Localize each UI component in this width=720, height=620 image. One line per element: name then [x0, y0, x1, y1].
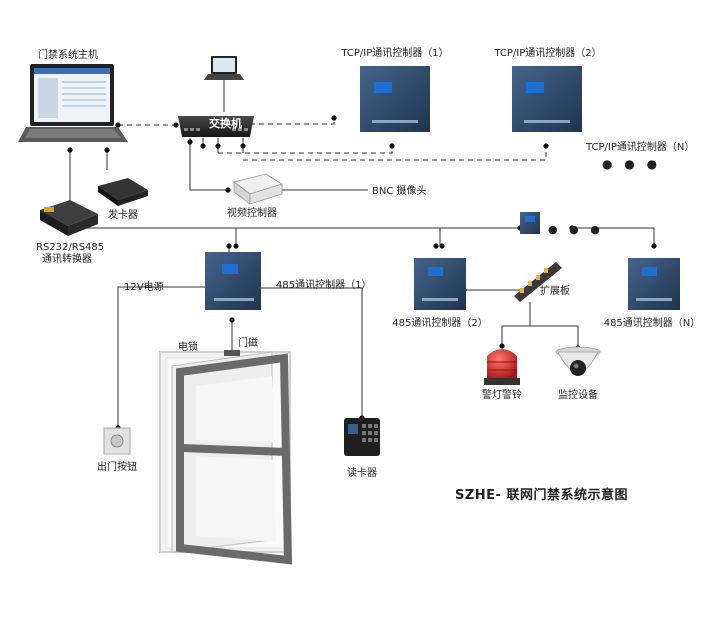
alarm-light-icon [484, 349, 520, 385]
link-485bus-ctrl2 [236, 227, 441, 246]
exit-button-icon [103, 427, 131, 455]
link-switch-video [189, 138, 228, 191]
door-icon [159, 350, 293, 565]
link-485bus-ctrlN [572, 227, 655, 246]
label-tcpn: TCP/IP通讯控制器（N） [586, 142, 695, 153]
label-card-issuer: 发卡器 [108, 210, 138, 221]
label-485-ctrl1: 485通讯控制器（1） [276, 280, 372, 291]
label-alarm: 警灯警铃 [482, 390, 522, 401]
controller-box-icon [205, 252, 261, 310]
label-expansion: 扩展板 [540, 286, 570, 297]
label-host: 门禁系统主机 [38, 50, 98, 61]
connection-lines [69, 80, 655, 428]
link-switch-tcp2-bus [243, 146, 547, 161]
link-switch-tcp1 [250, 118, 335, 125]
controller-box-icon [520, 212, 540, 234]
label-switch: 交换机 [209, 117, 242, 130]
link-expansion-cctv [530, 325, 579, 348]
link-expansion-alarm [501, 302, 531, 346]
label-exit-button: 出门按钮 [97, 462, 137, 473]
expansion-board-icon [514, 262, 562, 302]
ellipsis-middle: ● ● ● [548, 223, 604, 236]
video-controller-icon [233, 173, 283, 205]
link-switch-tcp1-bus [218, 146, 393, 154]
laptop-icon [18, 64, 128, 142]
label-video-controller: 视频控制器 [227, 208, 277, 219]
label-card-reader: 读卡器 [347, 468, 377, 479]
label-converter-2: 通讯转换器 [42, 254, 92, 265]
label-power: 12V电源 [124, 282, 164, 293]
network-switch-icon [178, 116, 254, 137]
laptop-icon [204, 56, 244, 80]
label-485-ctrl2: 485通讯控制器（2） [392, 318, 488, 329]
converter-icon [40, 200, 98, 236]
controller-box-icon [628, 258, 680, 310]
dome-camera-icon [555, 346, 601, 376]
diagram-title: SZHE- 联网门禁系统示意图 [455, 488, 628, 503]
label-bnc-camera: BNC 摄像头 [372, 186, 427, 197]
label-tcp1: TCP/IP通讯控制器（1） [341, 48, 449, 59]
label-tcp2: TCP/IP通讯控制器（2） [494, 48, 602, 59]
controller-box-icon [512, 66, 582, 132]
card-issuer-icon [98, 178, 148, 206]
label-cctv: 监控设备 [558, 390, 598, 401]
link-ctrl1-reader [254, 287, 363, 418]
label-lock: 电锁 [178, 342, 198, 353]
label-485-ctrlN: 485通讯控制器（N） [603, 318, 701, 329]
label-door-sensor: 门磁 [238, 338, 258, 349]
ellipsis-tcpn: ● ● ● [602, 157, 662, 171]
label-converter: RS232/RS485 [36, 242, 105, 253]
card-reader-icon [344, 418, 380, 456]
controller-box-icon [414, 258, 466, 310]
controller-box-icon [360, 66, 430, 132]
